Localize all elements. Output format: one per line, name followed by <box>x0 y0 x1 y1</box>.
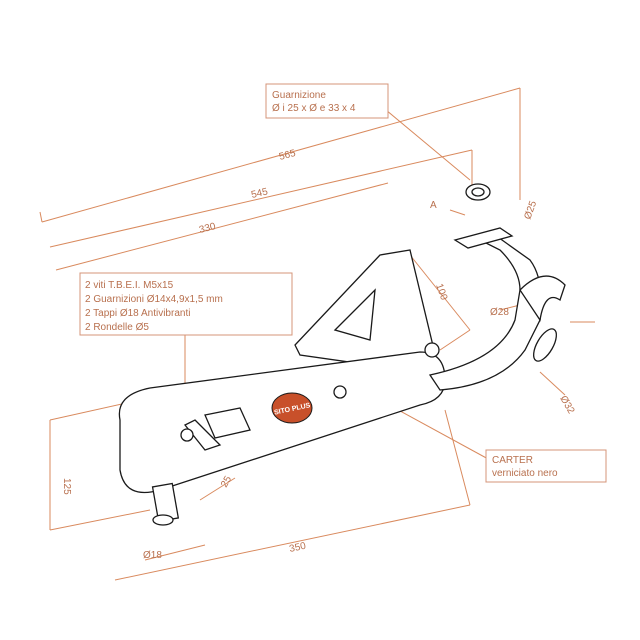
kit-line-1: 2 viti T.B.E.I. M5x15 <box>85 280 174 291</box>
gasket-callout-box <box>265 83 389 119</box>
gasket-line-1: Guarnizione <box>272 90 326 101</box>
dim-32: Ø32 <box>557 394 576 416</box>
dim-350: 350 <box>288 541 307 555</box>
sito-plus-logo: SITO PLUS <box>271 392 313 424</box>
dim-25-top: Ø25 <box>522 199 539 221</box>
dim-18: Ø18 <box>143 550 162 561</box>
kit-line-3: 2 Tappi Ø18 Antivibranti <box>85 308 190 319</box>
dim-125: 125 <box>61 478 72 495</box>
dim-100: 100 <box>433 282 449 302</box>
point-a-label: A <box>430 200 437 211</box>
dim-565: 565 <box>278 148 297 163</box>
dim-28: Ø28 <box>490 307 509 318</box>
dim-330: 330 <box>198 221 217 236</box>
dim-25-bottom: 25 <box>219 474 234 490</box>
kit-line-4: 2 Rondelle Ø5 <box>85 322 149 333</box>
kit-line-2: 2 Guarnizioni Ø14x4,9x1,5 mm <box>85 294 223 305</box>
carter-line-2: verniciato nero <box>492 468 558 479</box>
carter-line-1: CARTER <box>492 455 533 466</box>
gasket-line-2: Ø i 25 x Ø e 33 x 4 <box>272 103 356 114</box>
carter-callout-box <box>485 449 607 483</box>
kit-callout-box <box>79 272 293 336</box>
muffler <box>118 183 566 526</box>
dim-545: 545 <box>250 186 269 201</box>
